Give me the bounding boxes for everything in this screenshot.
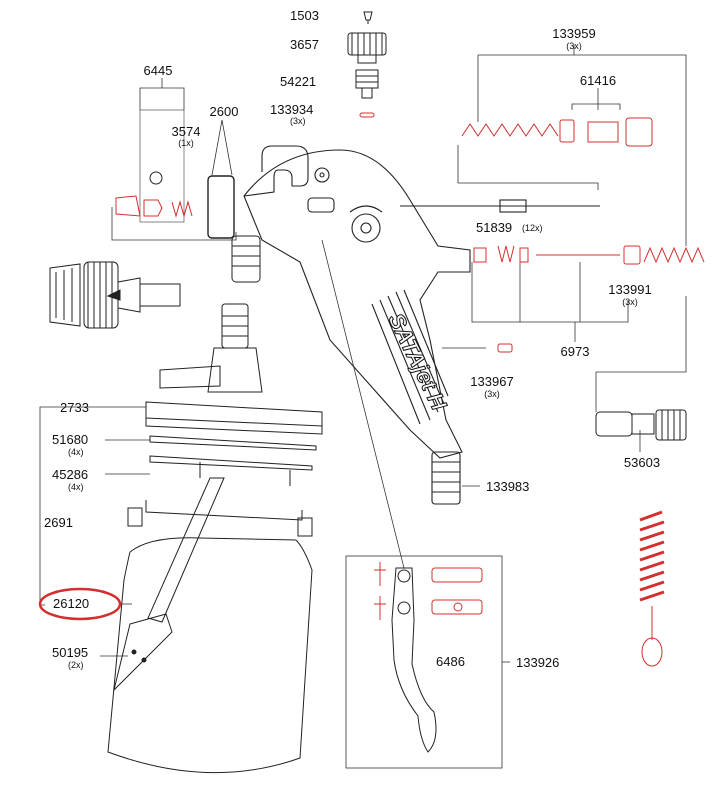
gun-column: [159, 235, 263, 393]
air-cap-assembly: [49, 109, 235, 329]
label-51680: 51680: [52, 432, 89, 447]
paint-cup: [107, 477, 313, 774]
label-133926: 133926: [516, 655, 560, 670]
label-3574: 3574: [171, 124, 201, 139]
qty-45286: (4x): [68, 482, 84, 492]
label-53603: 53603: [623, 455, 661, 470]
qty-133967: (3x): [484, 389, 500, 399]
label-61416: 61416: [579, 73, 617, 88]
spray-gun-body: [243, 145, 600, 505]
cup-lid-stack: [145, 401, 323, 486]
label-2600: 2600: [209, 104, 239, 119]
label-54221: 54221: [280, 74, 317, 89]
qty-3574: (1x): [178, 138, 194, 148]
label-133959: 133959: [552, 26, 596, 41]
label-2691: 2691: [44, 515, 73, 530]
brand-logo-stamp: SATAjet H: [383, 309, 453, 416]
label-6445: 6445: [143, 63, 173, 78]
qty-133959: (3x): [566, 41, 582, 51]
needle-spring-parts: [374, 117, 705, 667]
qty-51680: (4x): [68, 447, 84, 457]
label-133991: 133991: [608, 282, 652, 297]
label-50195: 50195: [52, 645, 89, 660]
qty-50195: (2x): [68, 660, 84, 670]
qty-133934: (3x): [290, 116, 306, 126]
label-45286: 45286: [52, 467, 89, 482]
label-133983: 133983: [486, 479, 530, 494]
svg-text:SATAjet H: SATAjet H: [384, 309, 453, 415]
label-133934: 133934: [270, 102, 314, 117]
label-6973: 6973: [560, 344, 590, 359]
highlight-circle: [38, 587, 122, 621]
label-1503: 1503: [290, 8, 319, 23]
label-2733: 2733: [60, 400, 89, 415]
label-3657: 3657: [290, 37, 319, 52]
label-6486: 6486: [436, 654, 465, 669]
qty-51839: (12x): [522, 223, 543, 233]
trigger: [391, 567, 437, 753]
top-stack-parts: [347, 11, 387, 118]
part-53603: [595, 409, 687, 441]
label-133967: 133967: [470, 374, 514, 389]
label-51839: 51839: [476, 220, 513, 235]
qty-133991: (3x): [622, 297, 638, 307]
leader-lines: [39, 45, 687, 769]
label-26120: 26120: [53, 596, 90, 611]
